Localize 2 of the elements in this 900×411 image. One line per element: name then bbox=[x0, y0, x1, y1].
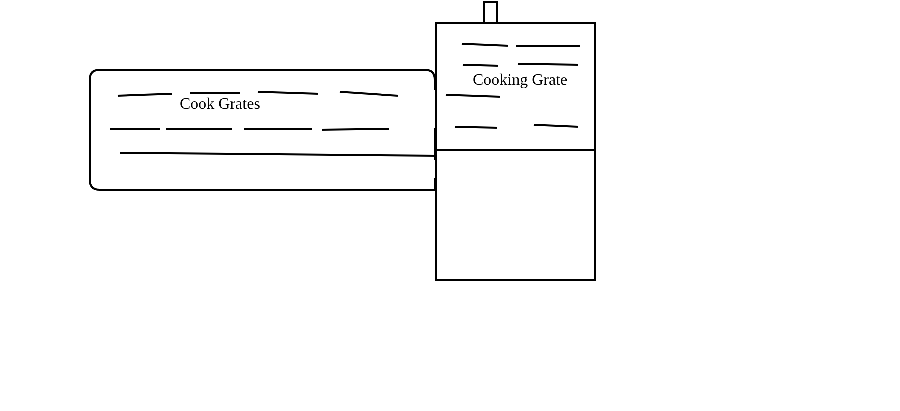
part-label: Cook Grates bbox=[180, 96, 260, 114]
part-label: Cooking Grate bbox=[473, 72, 568, 90]
